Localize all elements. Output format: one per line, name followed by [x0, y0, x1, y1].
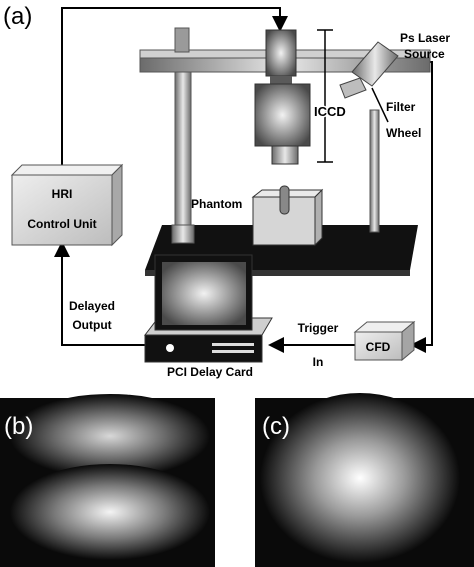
output-label: Output: [72, 318, 111, 332]
pci-monitor: [154, 254, 253, 331]
source-label: Source: [404, 47, 445, 61]
iccd-camera: [254, 29, 311, 165]
control-unit-label: Control Unit: [27, 217, 96, 231]
trigger-label: Trigger: [298, 321, 339, 335]
wheel-label: Wheel: [386, 126, 421, 140]
panel-b-image: [0, 394, 215, 567]
panel-c-label: (c): [262, 413, 290, 440]
hri-label: HRI: [52, 187, 73, 201]
iccd-label: ICCD: [314, 104, 346, 119]
filter-label: Filter: [386, 100, 416, 114]
delayed-label: Delayed: [69, 299, 115, 313]
laser-source: [351, 41, 399, 87]
panel-c-image: [255, 393, 474, 567]
in-label: In: [313, 355, 324, 369]
iccd-dimension-marker: [317, 29, 333, 163]
filter-wheel: [339, 77, 389, 123]
phantom-label: Phantom: [191, 197, 242, 211]
panel-a-label: (a): [3, 3, 32, 30]
pci-to-hri-line: [54, 241, 155, 346]
hri-to-iccd-line: [61, 7, 288, 165]
hri-control-unit: [10, 163, 124, 247]
ps-laser-label: Ps Laser: [400, 31, 450, 45]
cfd-box: [353, 320, 416, 362]
panel-b-label: (b): [4, 413, 33, 440]
cfd-label: CFD: [366, 340, 391, 354]
pci-delay-card-label: PCI Delay Card: [167, 365, 253, 379]
phantom: [251, 185, 324, 247]
